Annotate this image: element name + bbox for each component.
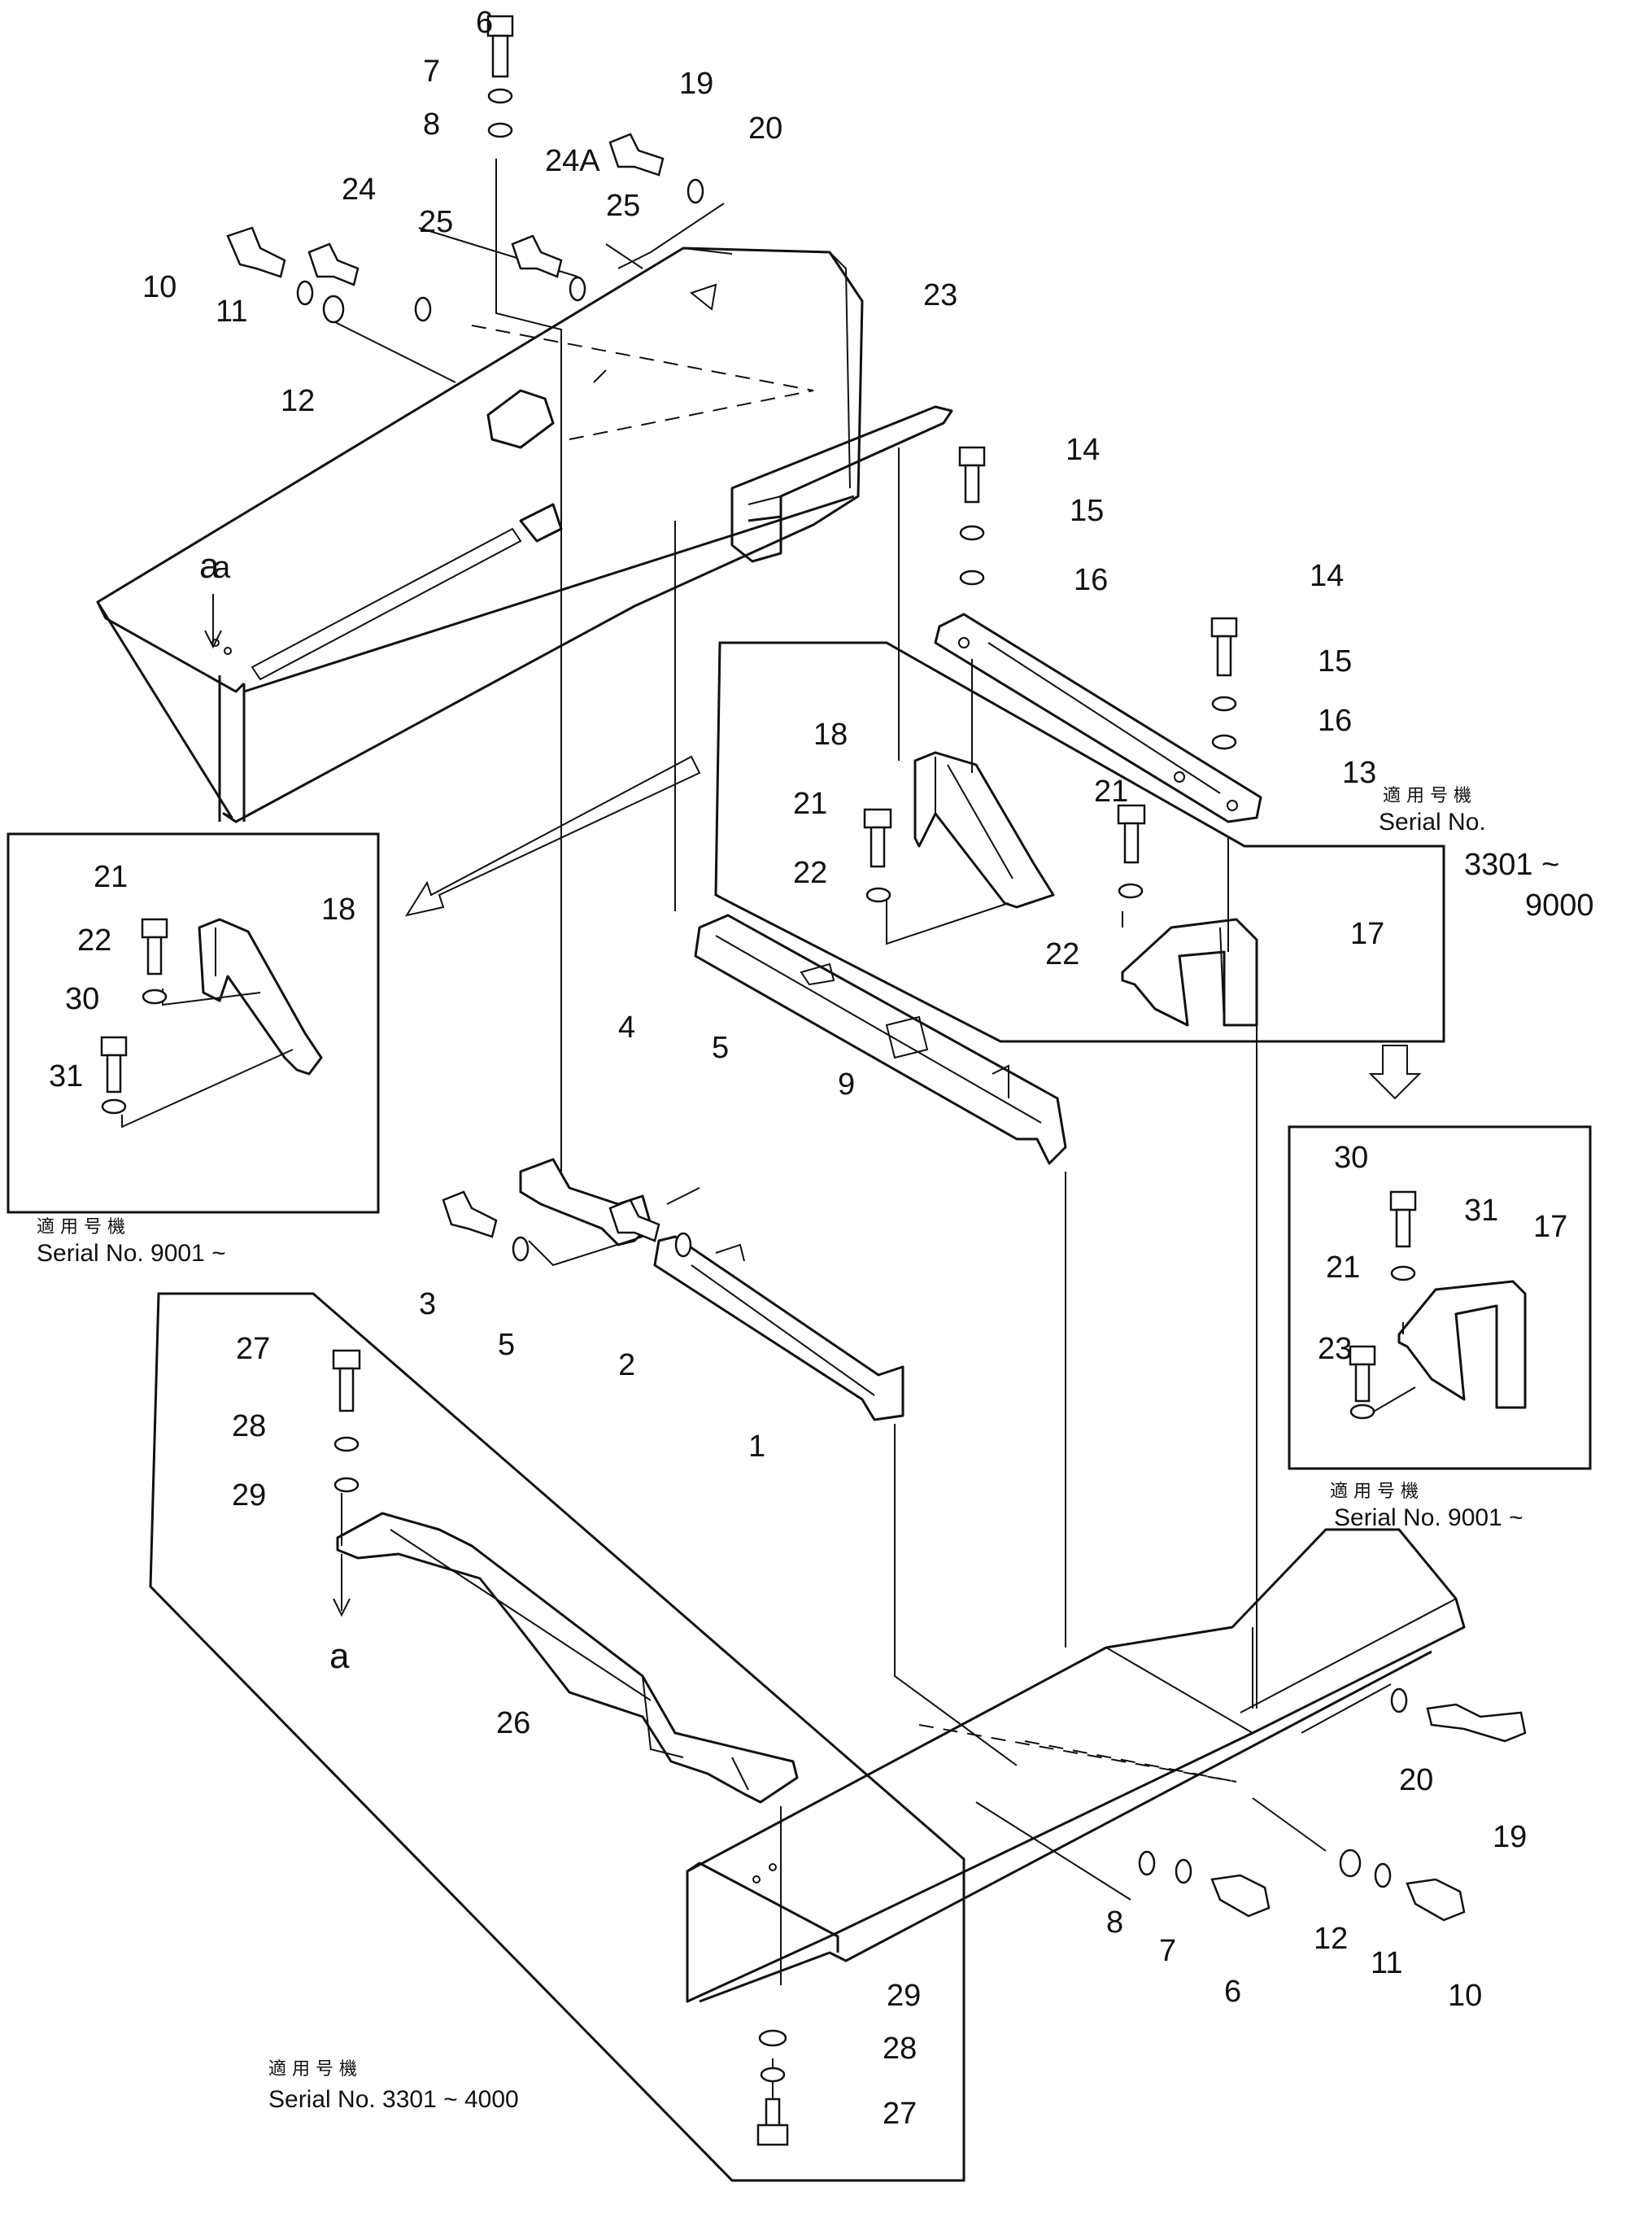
- callout-c23b: 23: [1318, 1332, 1352, 1366]
- callout-c30a: 30: [65, 982, 99, 1016]
- serial-right-inset-line1: Serial No. 9001 ~: [1334, 1504, 1523, 1531]
- bracket-2: [519, 1158, 652, 1246]
- callout-c27b: 27: [883, 2097, 917, 2131]
- callout-c3: 3: [419, 1287, 436, 1321]
- callout-c21b: 21: [1094, 775, 1128, 809]
- inset-frame-right-9001: [1288, 1125, 1592, 1470]
- bracket-23: [730, 405, 953, 563]
- bracket-18: [913, 751, 1055, 909]
- callout-c6b: 6: [1224, 1975, 1241, 2009]
- callout-c25b: 25: [606, 189, 640, 223]
- callout-c8a: 8: [423, 107, 440, 142]
- bracket-18-left-inset: [198, 918, 323, 1076]
- serial-right-inset-jp: 適 用 号 機: [1330, 1482, 1419, 1502]
- callout-c16a: 16: [1074, 563, 1108, 597]
- beam-26: [336, 1512, 799, 1804]
- label-a-bottom: a: [329, 1636, 350, 1676]
- callout-c9: 9: [838, 1067, 855, 1102]
- inset-arrow-left: [404, 755, 701, 917]
- callout-c19a: 19: [679, 67, 713, 101]
- callout-c18b: 18: [321, 893, 355, 927]
- callout-c15a: 15: [1070, 494, 1104, 528]
- callout-c12b: 12: [1314, 1922, 1348, 1956]
- callout-c22b: 22: [1045, 937, 1079, 971]
- callout-c5b: 5: [498, 1328, 515, 1362]
- serial-right-main-line3: 9000: [1525, 888, 1594, 923]
- callout-c24: 24: [342, 172, 376, 207]
- callout-c13: 13: [1342, 756, 1376, 790]
- bracket-17-right-inset: [1397, 1280, 1527, 1409]
- callout-c29a: 29: [232, 1478, 266, 1512]
- bracket-17: [1121, 918, 1258, 1027]
- callout-c21c: 21: [94, 860, 128, 894]
- callout-c30b: 30: [1334, 1141, 1368, 1175]
- callout-ca1: a: [213, 551, 231, 585]
- inset-frame-3301-4000: [149, 1292, 965, 2182]
- arrow-a-top: [204, 594, 222, 649]
- fasteners: [100, 15, 1527, 2146]
- callout-c22a: 22: [793, 856, 827, 890]
- callout-c7a: 7: [423, 55, 440, 89]
- inset-frame-left-9001: [7, 832, 380, 1214]
- callout-c25a: 25: [419, 205, 453, 239]
- serial-bottom-jp: 適 用 号 機: [268, 2059, 357, 2080]
- callout-c24A: 24A: [545, 144, 600, 178]
- callout-c10a: 10: [142, 270, 177, 304]
- callout-c17b: 17: [1533, 1210, 1567, 1244]
- upper-cover: [96, 247, 864, 823]
- callout-c27a: 27: [236, 1332, 270, 1366]
- callout-c26: 26: [496, 1706, 530, 1740]
- serial-left-inset-line1: Serial No. 9001 ~: [37, 1240, 226, 1267]
- arrow-a-bottom: [333, 1554, 351, 1617]
- callout-c31a: 31: [49, 1059, 83, 1093]
- assembly-lines: [325, 159, 1392, 2099]
- callout-c29b: 29: [887, 1979, 921, 2013]
- lower-housing: [686, 1528, 1466, 2003]
- callout-c11a: 11: [216, 295, 247, 329]
- callout-c5a: 5: [712, 1031, 729, 1065]
- callout-c22c: 22: [77, 923, 111, 958]
- frame-9: [694, 914, 1067, 1165]
- callout-c8b: 8: [1106, 1905, 1123, 1940]
- callout-c20b: 20: [1399, 1763, 1433, 1797]
- beam-1: [653, 1235, 904, 1421]
- rail-13: [934, 613, 1262, 823]
- callout-c21a: 21: [793, 787, 827, 821]
- serial-left-inset-jp: 適 用 号 機: [37, 1217, 125, 1237]
- serial-right-main-line2: 3301 ~: [1464, 848, 1559, 882]
- callout-c12a: 12: [281, 384, 315, 418]
- callout-c7b: 7: [1159, 1934, 1176, 1968]
- callout-c28a: 28: [232, 1409, 266, 1443]
- callout-c16b: 16: [1318, 704, 1352, 738]
- callout-c14b: 14: [1310, 559, 1344, 593]
- callout-c18a: 18: [813, 718, 848, 752]
- inset-arrow-down: [1368, 1045, 1422, 1100]
- callout-c14a: 14: [1066, 433, 1100, 467]
- inset-frame-3301-9000: [714, 641, 1445, 1043]
- callout-c21d: 21: [1326, 1251, 1360, 1285]
- callout-c2: 2: [618, 1348, 635, 1382]
- callout-c1: 1: [748, 1430, 765, 1464]
- callout-c10b: 10: [1448, 1979, 1482, 2013]
- callout-c31b: 31: [1464, 1194, 1498, 1228]
- serial-bottom-line1: Serial No. 3301 ~ 4000: [268, 2086, 519, 2113]
- callout-c23a: 23: [923, 278, 957, 312]
- callout-c19b: 19: [1493, 1820, 1527, 1854]
- callout-c15b: 15: [1318, 644, 1352, 679]
- callout-c20a: 20: [748, 111, 782, 146]
- callout-c17a: 17: [1350, 917, 1384, 951]
- label-a-top: a: [199, 546, 220, 586]
- serial-right-main-jp: 適 用 号 機: [1383, 786, 1471, 806]
- callout-c4: 4: [618, 1010, 635, 1045]
- callout-c11b: 11: [1371, 1946, 1402, 1980]
- callout-c28b: 28: [883, 2032, 917, 2066]
- callout-c6a: 6: [476, 6, 493, 40]
- serial-right-main-line1: Serial No.: [1379, 809, 1486, 836]
